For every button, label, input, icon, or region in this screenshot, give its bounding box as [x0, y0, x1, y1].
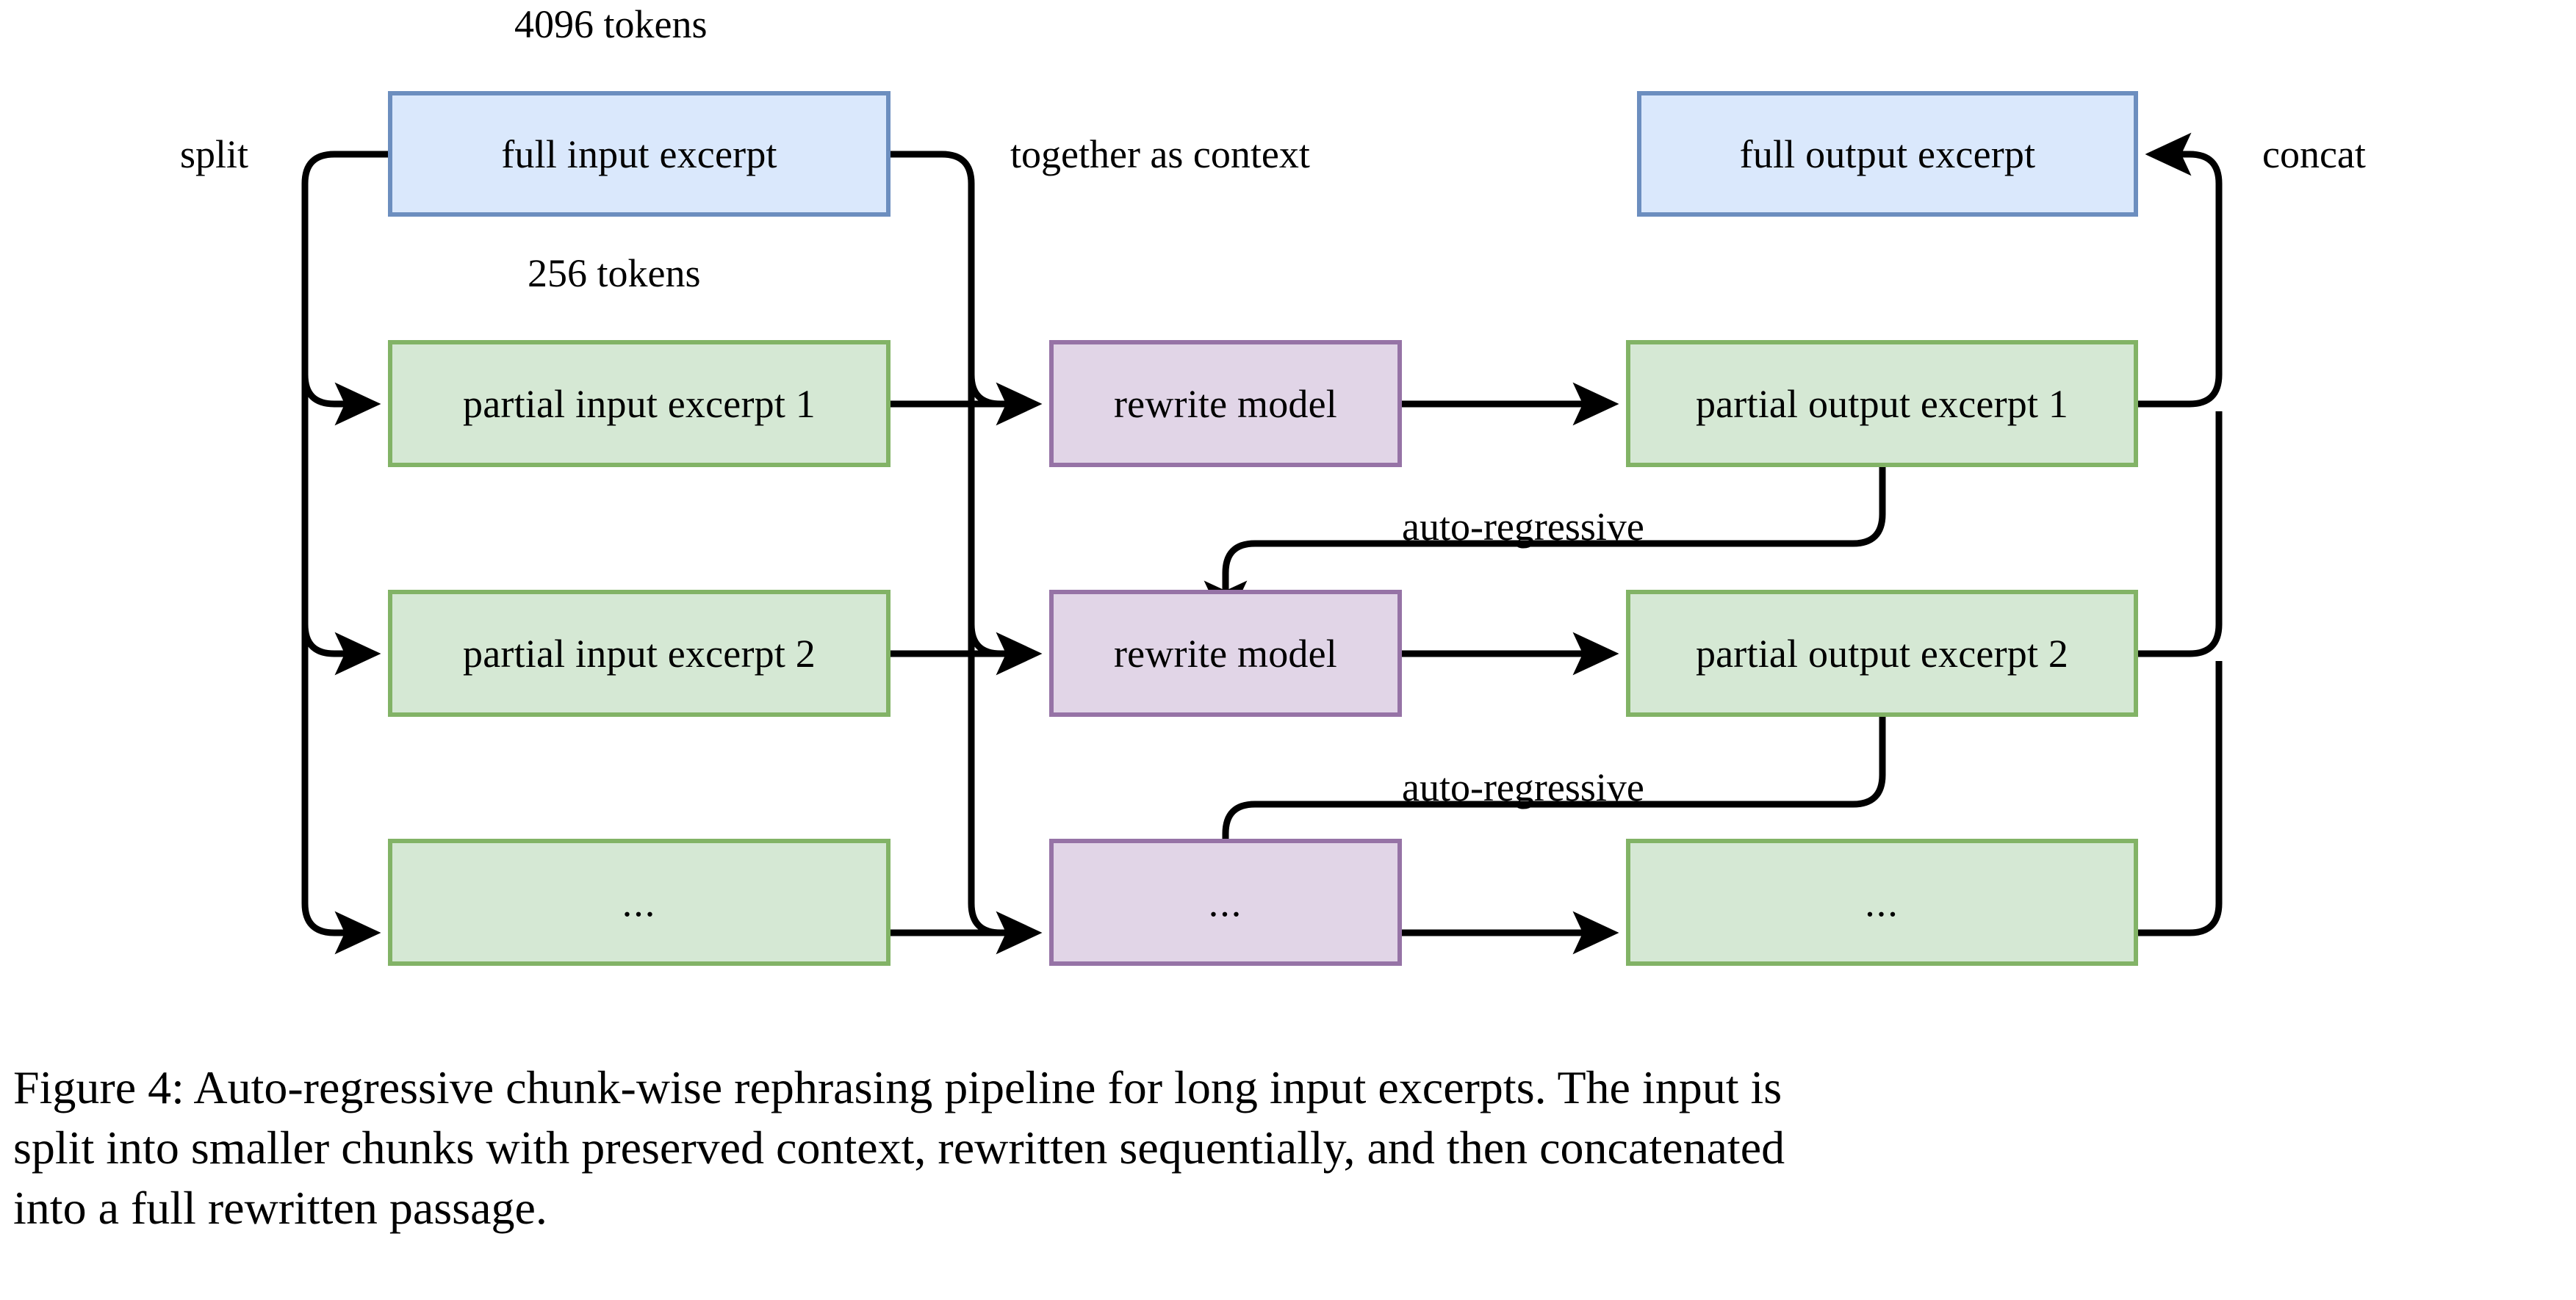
node-rewrite-model-n-label: ...	[1208, 880, 1243, 925]
edge-concat-output-n	[2138, 661, 2223, 936]
edge-context-join-row-1	[968, 374, 1001, 408]
node-partial-input-2-label: partial input excerpt 2	[463, 631, 816, 676]
caption-line-3: into a full rewritten passage.	[13, 1181, 547, 1234]
node-rewrite-model-n[interactable]: ...	[1049, 839, 1402, 966]
edge-concat-output-2	[2138, 411, 2223, 657]
label-tokens-partial: 256 tokens	[528, 251, 701, 295]
node-partial-output-1[interactable]: partial output excerpt 1	[1626, 340, 2138, 467]
node-rewrite-model-2[interactable]: rewrite model	[1049, 590, 1402, 717]
figure-caption: Figure 4: Auto-regressive chunk-wise rep…	[13, 1058, 2563, 1238]
node-partial-output-2[interactable]: partial output excerpt 2	[1626, 590, 2138, 717]
label-together-as-context: together as context	[1010, 132, 1310, 176]
node-partial-input-1[interactable]: partial input excerpt 1	[388, 340, 891, 467]
node-rewrite-model-2-label: rewrite model	[1114, 631, 1337, 676]
node-full-output[interactable]: full output excerpt	[1637, 91, 2138, 217]
label-auto-regressive-2: auto-regressive	[1402, 765, 1644, 809]
node-partial-output-n-label: ...	[1865, 880, 1899, 925]
edge-concat-output-1	[2138, 132, 2223, 408]
caption-line-2: split into smaller chunks with preserved…	[13, 1121, 1785, 1174]
node-rewrite-model-1-label: rewrite model	[1114, 381, 1337, 426]
edge-split-to-partial-input-1	[301, 374, 381, 426]
edge-split-to-partial-input-2	[301, 624, 381, 676]
edge-context-join-row-2	[968, 624, 1001, 657]
edge-context-trunk	[891, 151, 1001, 936]
node-full-output-label: full output excerpt	[1739, 131, 2036, 176]
label-auto-regressive-1: auto-regressive	[1402, 505, 1644, 549]
pipeline-diagram: full input excerpt partial input excerpt…	[180, 2, 2366, 966]
label-tokens-full: 4096 tokens	[514, 2, 708, 46]
node-partial-output-1-label: partial output excerpt 1	[1695, 381, 2069, 426]
node-partial-input-2[interactable]: partial input excerpt 2	[388, 590, 891, 717]
node-full-input[interactable]: full input excerpt	[388, 91, 891, 217]
label-split: split	[180, 132, 249, 176]
label-concat: concat	[2262, 132, 2366, 176]
node-rewrite-model-1[interactable]: rewrite model	[1049, 340, 1402, 467]
node-full-input-label: full input excerpt	[501, 131, 777, 176]
edge-split-trunk	[301, 151, 388, 936]
caption-line-1: Figure 4: Auto-regressive chunk-wise rep…	[13, 1061, 1782, 1113]
node-partial-output-2-label: partial output excerpt 2	[1695, 631, 2069, 676]
node-partial-output-n[interactable]: ...	[1626, 839, 2138, 966]
node-partial-input-n[interactable]: ...	[388, 839, 891, 966]
node-partial-input-n-label: ...	[622, 880, 657, 925]
node-partial-input-1-label: partial input excerpt 1	[463, 381, 816, 426]
